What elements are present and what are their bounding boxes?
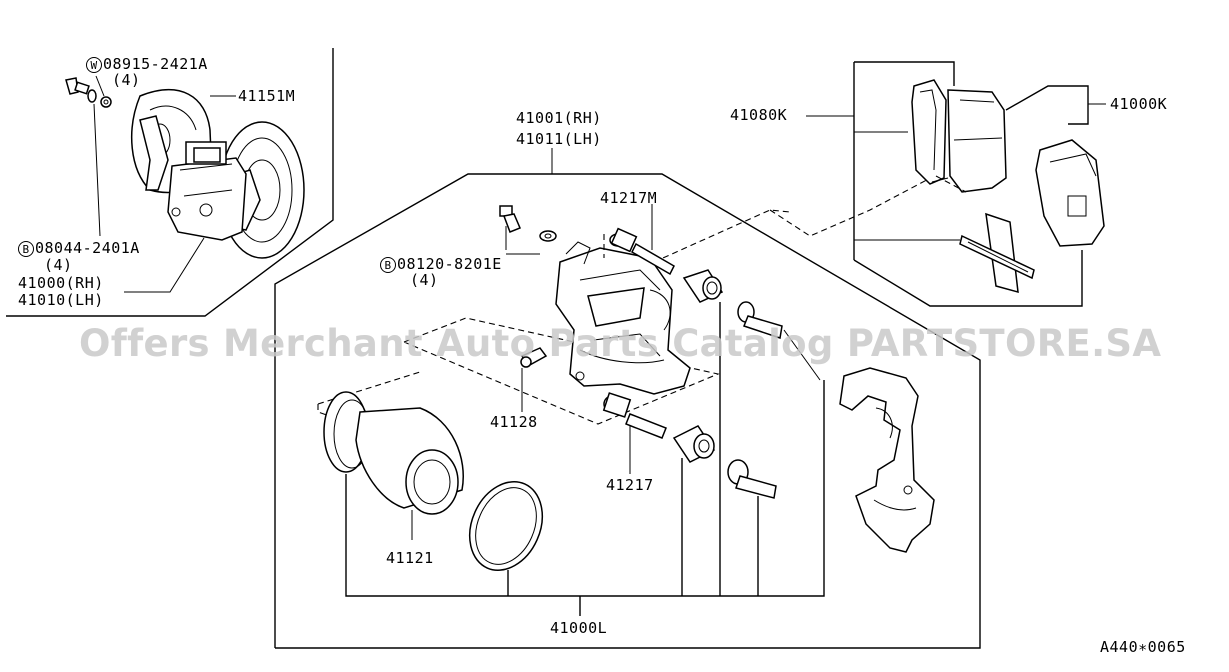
label-bleeder: 41128 (490, 413, 538, 431)
label-seal-kit: 41000L (550, 619, 608, 637)
pin-boot-upper (682, 269, 724, 303)
slide-pin-upper (603, 204, 675, 276)
caliper-group-frame (274, 148, 981, 649)
label-pad-kit: 41080K (730, 106, 788, 124)
pad-kit-frame (806, 61, 1106, 307)
inset-caliper-assembly (167, 141, 247, 241)
brake-pad-inner (911, 79, 947, 185)
b-circle-marker: B (18, 241, 34, 257)
b-circle-marker-mid: B (380, 257, 396, 273)
label-bolt-b-mid-qty: (4) (410, 271, 439, 289)
w-circle-marker: W (86, 57, 102, 73)
watermark: Offers Merchant Auto Parts Catalog PARTS… (79, 322, 1162, 365)
bushing-lower (727, 459, 777, 499)
torque-member (839, 367, 935, 553)
bleeder-screw (520, 347, 548, 412)
label-pin-m: 41217M (600, 189, 658, 207)
label-bolt-w-number: 08915-2421A (103, 55, 208, 73)
brake-pad-rear (1035, 139, 1105, 247)
seal-kit-bracket (345, 302, 825, 616)
bushing-upper (737, 301, 821, 381)
label-bolt-b-top-number: 08044-2401A (35, 239, 140, 257)
inset-leaders (93, 75, 236, 293)
piston-seal (323, 391, 371, 473)
diagram-code: A440∗0065 (1100, 638, 1186, 656)
pin-boot-lower (672, 425, 716, 463)
slide-pin-lower (602, 392, 667, 474)
label-pin: 41217 (606, 476, 654, 494)
label-caliper-rh: 41000(RH) (18, 274, 104, 292)
label-caliper-lh: 41010(LH) (18, 291, 104, 309)
inset-frame (6, 48, 334, 317)
label-body-lh: 41011(LH) (516, 130, 602, 148)
label-pad-set: 41000K (1110, 95, 1168, 113)
anti-squeal-shim (959, 212, 1035, 294)
label-piston: 41121 (386, 549, 434, 567)
retaining-ring (468, 481, 544, 571)
pad-kit-leaders (931, 175, 967, 193)
mounting-bolt (499, 205, 557, 255)
label-baffle: 41151M (238, 87, 296, 105)
inset-bolts (65, 77, 112, 108)
piston (355, 407, 464, 540)
label-bolt-w-qty: (4) (112, 71, 141, 89)
caliper-body (555, 241, 691, 395)
brake-pad-outer (947, 89, 1007, 193)
label-body-rh: 41001(RH) (516, 109, 602, 127)
label-bolt-b-mid-number: 08120-8201E (397, 255, 502, 273)
label-bolt-b-top-qty: (4) (44, 256, 73, 274)
